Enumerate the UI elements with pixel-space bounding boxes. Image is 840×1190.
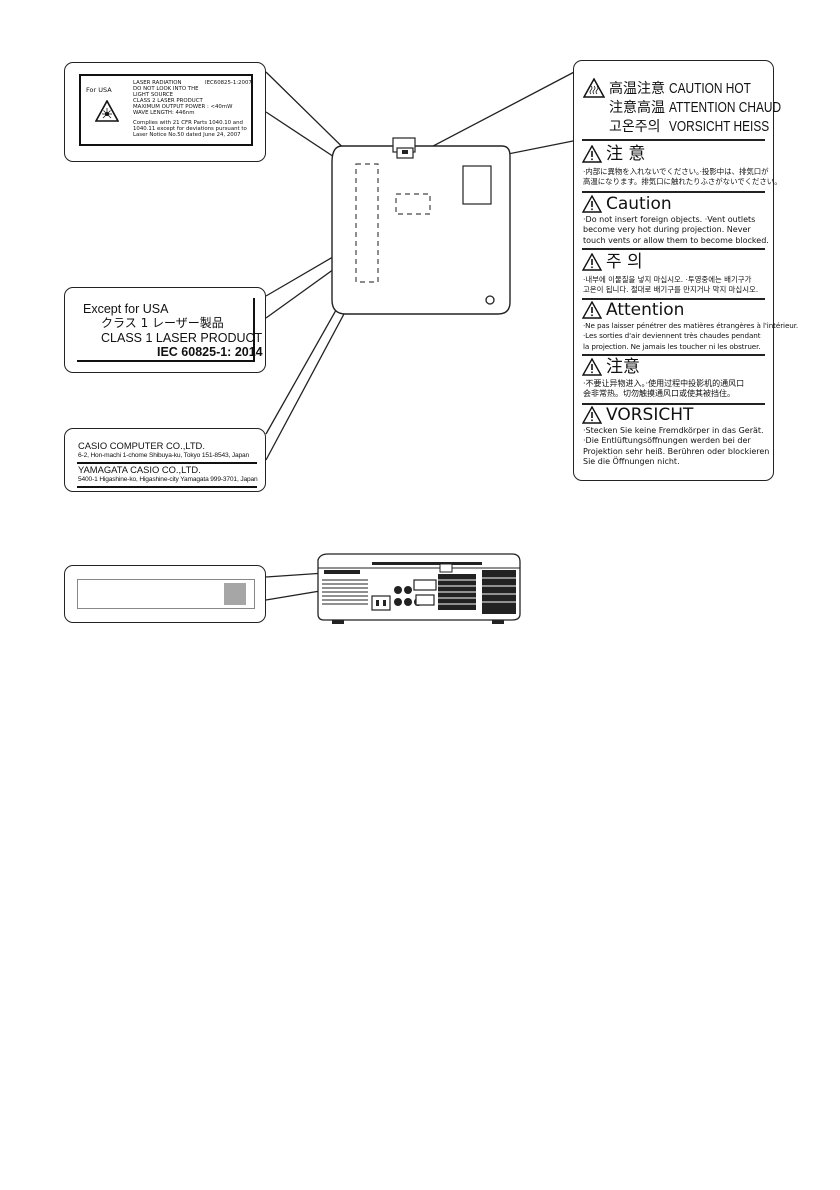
caution-hot-text: CAUTION HOT — [669, 81, 751, 97]
laser-complies-lines: Complies with 21 CFR Parts 1040.10 and 1… — [133, 120, 247, 138]
section-title: 注意 — [606, 357, 640, 377]
except-usa-title: Except for USA — [83, 302, 169, 316]
laser-warning-icon — [95, 100, 119, 122]
section-line: Sie die Öffnungen nicht. — [583, 457, 680, 467]
section-rule — [582, 191, 765, 193]
section-line: la projection. Ne jamais les toucher ni … — [583, 341, 761, 351]
section-title: VORSICHT — [606, 405, 694, 425]
laser-line: LASER RADIATION — [133, 80, 182, 86]
hot-surface-warning-icon — [583, 78, 605, 98]
usa-laser-label: For USA IEC60825-1:2007 LASER RADIATION … — [64, 62, 266, 162]
laser-radiation-lines: LASER RADIATION DO NOT LOOK INTO THE LIG… — [133, 80, 232, 116]
class1-japanese-text: クラス 1 レーザー製品 — [101, 316, 224, 330]
section-rule — [582, 248, 765, 250]
hot-japanese-2: 注意高温 — [609, 100, 665, 116]
warning-triangle-icon — [582, 145, 602, 163]
warning-triangle-icon — [582, 301, 602, 319]
warning-section-en: Caution ·Do not insert foreign objects. … — [574, 193, 773, 251]
section-line: 고온이 됩니다. 절대로 배기구를 만지거나 막지 마십시오. — [583, 285, 759, 295]
warning-triangle-icon — [582, 406, 602, 424]
warning-triangle-icon — [582, 195, 602, 213]
section-body: ·内部に異物を入れないでください。·投影中は、排気口が 高温になります。排気口に… — [583, 167, 782, 188]
hot-korean: 고온주의 — [609, 119, 661, 135]
company2-address: 5400-1 Higashine-ko, Higashine-city Yama… — [78, 476, 258, 483]
section-line: ·不要让异物进入。·使用过程中投影机的通风口 — [583, 379, 745, 388]
section-title: 注 意 — [606, 144, 646, 164]
company1-name: CASIO COMPUTER CO.,LTD. — [78, 440, 205, 451]
section-body: ·Stecken Sie keine Fremdkörper in das Ge… — [583, 426, 769, 468]
section-line: 高温になります。排気口に触れたりふさがないでください。 — [583, 177, 782, 187]
complies-line: Complies with 21 CFR Parts 1040.10 and — [133, 120, 243, 126]
section-body: ·Do not insert foreign objects. ·Vent ou… — [583, 215, 769, 246]
laser-line: CLASS 2 LASER PRODUCT — [133, 98, 203, 104]
section-line: ·Les sorties d'air deviennent très chaud… — [583, 331, 761, 341]
warning-section-de: VORSICHT ·Stecken Sie keine Fremdkörper … — [574, 404, 773, 474]
manufacturer-label: CASIO COMPUTER CO.,LTD. 6-2, Hon-machi 1… — [64, 428, 266, 492]
section-line: ·内部に異物を入れないでください。·投影中は、排気口が — [583, 167, 769, 176]
company1-address: 6-2, Hon-machi 1-chome Shibuya-ku, Tokyo… — [78, 452, 250, 459]
vorsicht-heiss-text: VORSICHT HEISS — [669, 119, 770, 135]
laser-standard-text: IEC60825-1:2007 — [205, 80, 252, 86]
section-line: ·내부에 이물질을 넣지 마십시오. ·투영중에는 배기구가 — [583, 275, 752, 284]
section-title: Caution — [606, 194, 672, 214]
except-usa-label: Except for USA クラス 1 レーザー製品 CLASS 1 LASE… — [64, 287, 266, 373]
section-rule — [582, 298, 765, 300]
projector-rear-view — [317, 553, 521, 624]
section-line: touch vents or allow them to become bloc… — [583, 235, 769, 245]
warning-section-fr: Attention ·Ne pas laisser pénétrer des m… — [574, 299, 798, 356]
section-rule — [582, 403, 765, 405]
complies-line: Laser Notice No.50 dated June 24, 2007 — [133, 132, 241, 138]
laser-line: DO NOT LOOK INTO THE — [133, 86, 199, 92]
section-line: ·Ne pas laisser pénétrer des matières ét… — [583, 321, 799, 330]
section-title: Attention — [606, 300, 685, 320]
serial-label-callout — [64, 565, 266, 623]
section-line: become very hot during projection. Never — [583, 225, 751, 235]
projector-bottom-view — [331, 137, 511, 315]
manufacturer-divider — [77, 462, 257, 464]
serial-label — [77, 579, 255, 609]
laser-line: LIGHT SOURCE — [133, 92, 174, 98]
usa-laser-label-inner: For USA IEC60825-1:2007 LASER RADIATION … — [79, 74, 253, 146]
section-line: ·Stecken Sie keine Fremdkörper in das Ge… — [583, 426, 764, 435]
serial-label-gray-square — [224, 583, 246, 605]
section-line: Projektion sehr heiß. Berühren oder bloc… — [583, 446, 770, 456]
except-usa-inner: Except for USA クラス 1 レーザー製品 CLASS 1 LASE… — [77, 298, 263, 362]
section-line: ·Do not insert foreign objects. ·Vent ou… — [583, 215, 756, 224]
section-body: ·不要让异物进入。·使用过程中投影机的通风口 会非常热。切勿触摸通风口或使其被挡… — [583, 379, 744, 400]
section-line: 会非常热。切勿触摸通风口或使其被挡住。 — [583, 389, 735, 399]
warning-section-zh: 注意 ·不要让异物进入。·使用过程中投影机的通风口 会非常热。切勿触摸通风口或使… — [574, 356, 773, 405]
warning-triangle-icon — [582, 358, 602, 376]
for-usa-text: For USA — [86, 86, 112, 94]
section-body: ·내부에 이물질을 넣지 마십시오. ·투영중에는 배기구가 고온이 됩니다. … — [583, 275, 758, 296]
warning-section-ko: 주 의 ·내부에 이물질을 넣지 마십시오. ·투영중에는 배기구가 고온이 됩… — [574, 251, 773, 300]
section-body: ·Ne pas laisser pénétrer des matières ét… — [583, 321, 798, 352]
laser-line: WAVE LENGTH: 446nm — [133, 110, 195, 116]
caution-hot-label: 高温注意 CAUTION HOT 注意高温 ATTENTION CHAUD 고온… — [573, 60, 798, 481]
section-rule — [582, 354, 765, 356]
hot-japanese-1: 高温注意 — [609, 81, 665, 97]
attention-chaud-text: ATTENTION CHAUD — [669, 100, 782, 116]
section-title: 주 의 — [606, 252, 643, 272]
company2-name: YAMAGATA CASIO CO.,LTD. — [78, 464, 201, 475]
iec-standard-text: IEC 60825-1: 2014 — [157, 345, 263, 359]
complies-line: 1040.11 except for deviations pursuant t… — [133, 126, 247, 132]
section-line: ·Die Entlüftungsöffnungen werden bei der — [583, 436, 751, 446]
warning-section-jp: 注 意 ·内部に異物を入れないでください。·投影中は、排気口が 高温になります。… — [574, 143, 782, 195]
laser-line: MAXIMUM OUTPUT POWER : <40mW — [133, 104, 233, 110]
class1-laser-product-text: CLASS 1 LASER PRODUCT — [101, 331, 263, 345]
header-rule — [582, 139, 765, 141]
warning-triangle-icon — [582, 253, 602, 271]
manufacturer-divider — [77, 486, 257, 488]
